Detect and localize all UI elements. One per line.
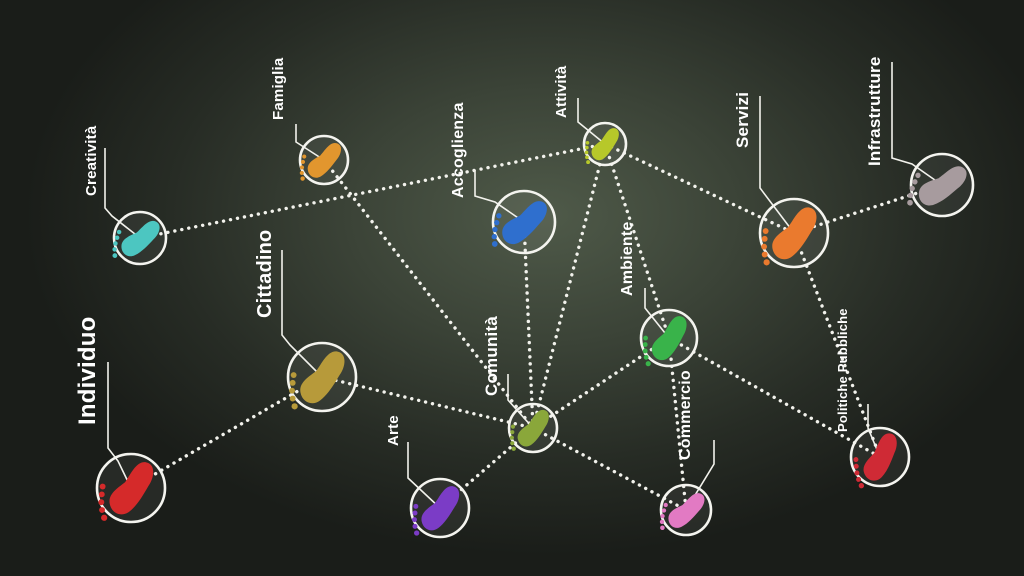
leader-line-individuo — [107, 362, 132, 489]
edge-creativita-attivita — [138, 142, 607, 240]
leader-line-infrastrutture — [891, 62, 943, 186]
leader-line-attivita — [577, 98, 606, 145]
node-label-accoglienza: Accoglienza — [450, 102, 467, 198]
nodes-layer — [95, 121, 975, 539]
edge-ambiente-politiche — [667, 336, 882, 459]
node-cittadino — [286, 341, 358, 413]
edge-famiglia-comunita — [322, 158, 535, 430]
node-commercio — [658, 483, 713, 537]
leader-line-servizi — [759, 96, 795, 234]
leader-line-creativita — [104, 148, 141, 239]
leader-line-ambiente — [644, 288, 670, 339]
node-label-comunita: Comunità — [482, 316, 501, 396]
node-politiche — [848, 426, 911, 490]
edge-servizi-infrastrutture — [792, 183, 944, 235]
edge-cittadino-comunita — [320, 375, 535, 430]
leader-line-cittadino — [281, 250, 323, 378]
node-individuo — [95, 452, 167, 524]
node-arte — [409, 477, 471, 539]
node-accoglienza — [489, 189, 557, 255]
node-label-arte: Arte — [385, 415, 402, 446]
node-attivita — [582, 121, 628, 167]
node-label-creativita: Creatività — [83, 125, 100, 196]
node-ambiente — [639, 308, 699, 368]
leaders-layer — [104, 62, 943, 511]
edge-individuo-cittadino — [129, 375, 324, 490]
node-label-politiche: Politiche Pubbliche — [835, 308, 850, 432]
leader-line-comunita — [507, 374, 534, 429]
node-servizi — [758, 197, 830, 269]
edge-accoglienza-comunita — [522, 220, 535, 430]
edge-attivita-servizi — [603, 142, 796, 235]
node-label-commercio: Commercio — [677, 370, 694, 460]
node-comunita — [507, 402, 559, 454]
node-label-ambiente: Ambiente — [619, 222, 636, 297]
edge-comunita-commercio — [531, 426, 688, 512]
node-label-attivita: Attività — [553, 65, 570, 118]
leader-line-arte — [407, 442, 441, 509]
node-famiglia — [298, 134, 350, 186]
node-infrastrutture — [904, 152, 975, 220]
edge-attivita-comunita — [531, 142, 607, 430]
node-label-individuo: Individuo — [74, 317, 101, 425]
node-label-cittadino: Cittadino — [254, 230, 276, 318]
edge-attivita-ambiente — [603, 142, 671, 340]
leader-line-famiglia — [295, 124, 325, 161]
node-label-infrastrutture: Infrastrutture — [865, 56, 884, 166]
node-label-famiglia: Famiglia — [270, 57, 287, 120]
leader-line-politiche — [867, 404, 881, 458]
node-label-servizi: Servizi — [733, 92, 752, 148]
node-creativita — [110, 210, 168, 266]
leader-line-accoglienza — [474, 170, 525, 223]
edge-servizi-politiche — [792, 231, 882, 459]
